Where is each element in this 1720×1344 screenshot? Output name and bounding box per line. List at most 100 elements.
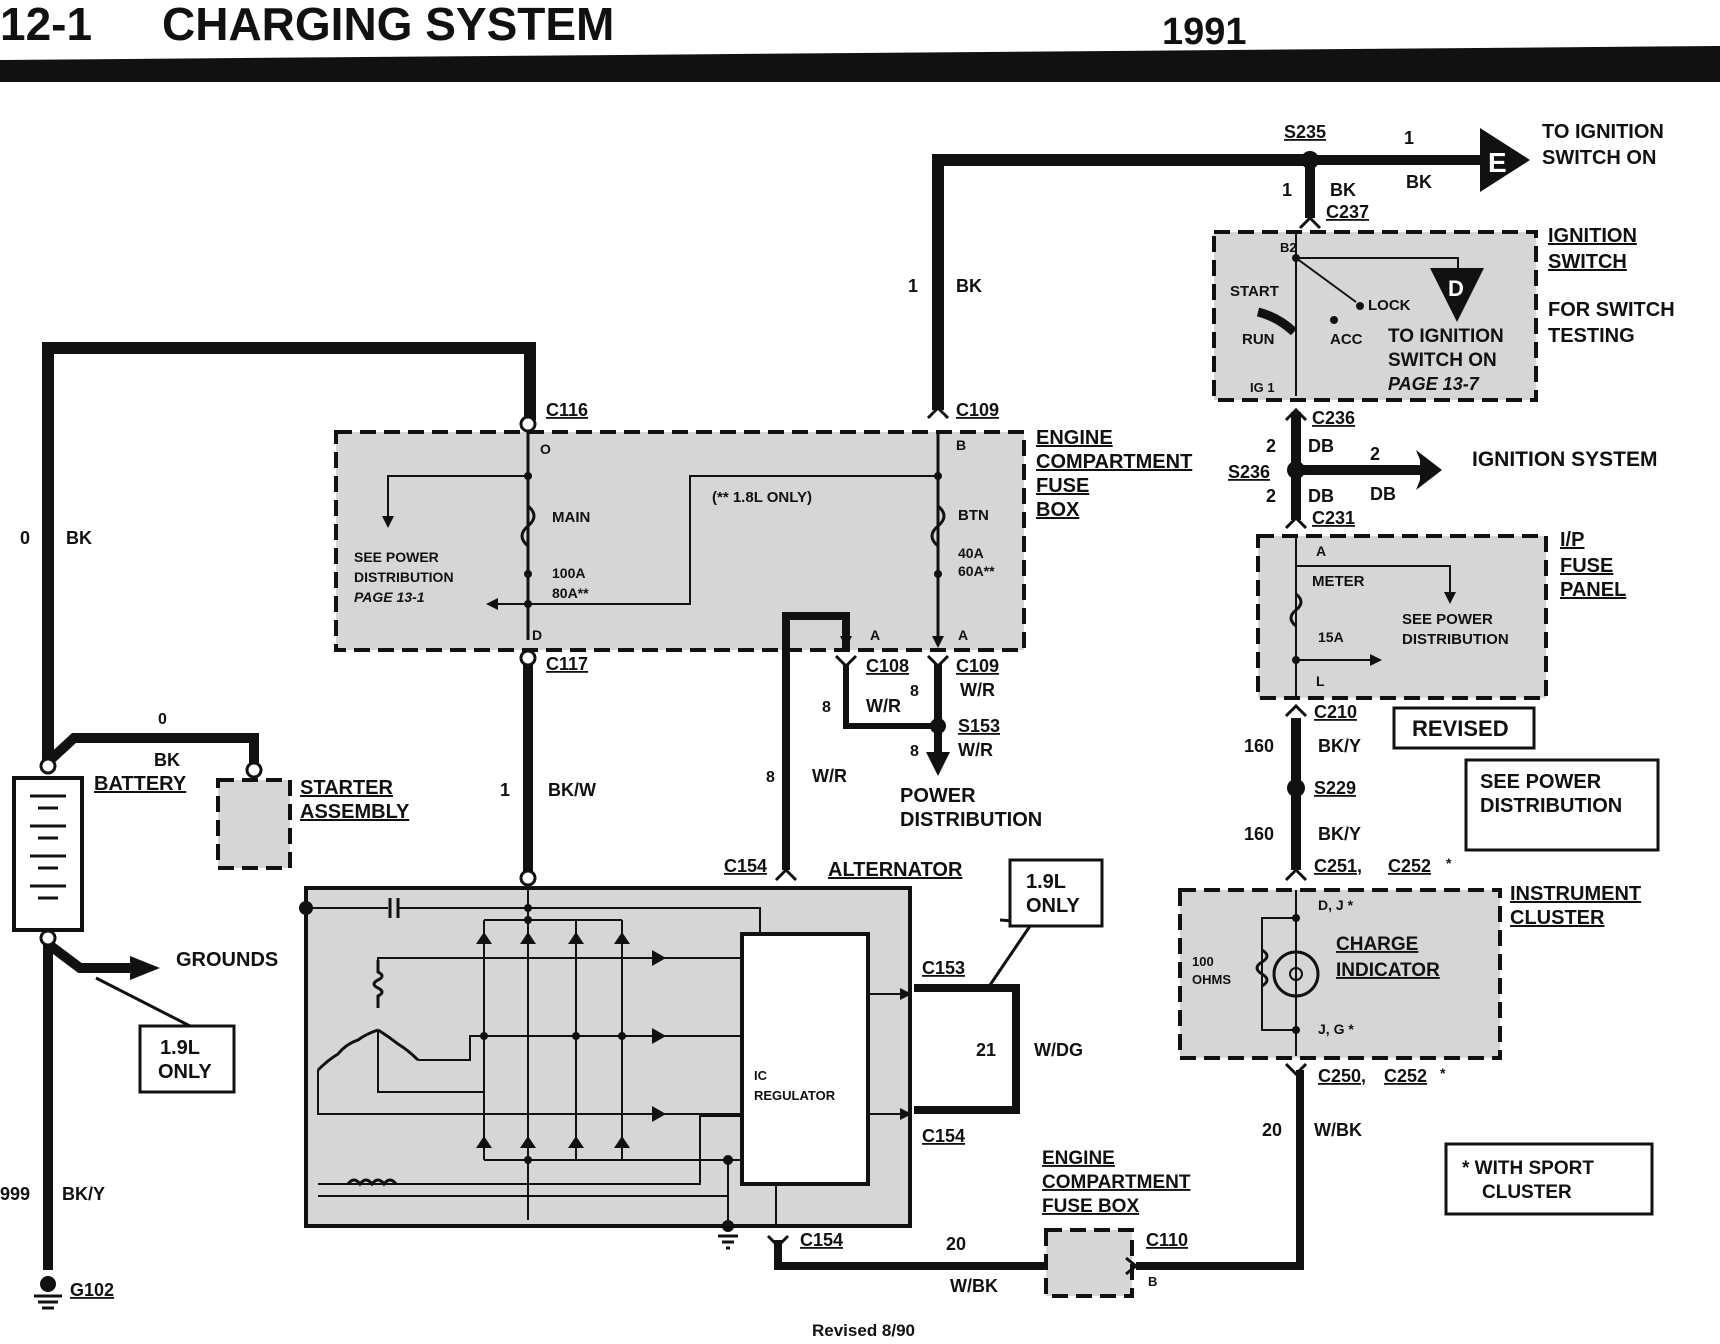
ip-fuse-panel-shade <box>1258 536 1546 698</box>
pos-run: RUN <box>1242 331 1275 348</box>
callout-19-right-leader <box>986 925 1032 989</box>
wire-num-999: 999 <box>0 1184 30 1204</box>
label-c236: C236 <box>1312 408 1355 428</box>
label-c153: C153 <box>922 958 965 978</box>
label-c251: C251, <box>1314 856 1362 876</box>
pin-a1: A <box>870 627 880 643</box>
label-c231: C231 <box>1312 508 1355 528</box>
pin-jg: J, G * <box>1318 1021 1354 1037</box>
bottom-fuse-box-1: ENGINE <box>1042 1148 1115 1169</box>
wire-num-1-vert: 1 <box>908 276 918 296</box>
wire-num-2-c: 2 <box>1266 486 1276 506</box>
ignition-switch-internals <box>1256 230 1459 396</box>
engine-fuse-box-4: BOX <box>1036 499 1080 521</box>
label-c109-bot: C109 <box>956 656 999 676</box>
wire-color-bkw: BK/W <box>548 780 596 800</box>
label-s153: S153 <box>958 716 1000 736</box>
wire-0-bk-battery <box>44 733 259 770</box>
callout-19-right-box <box>1008 858 1104 928</box>
see-pd-panel-1: SEE POWER <box>1402 611 1493 628</box>
wire-num-8-a: 8 <box>910 683 919 700</box>
label-c109-top: C109 <box>956 400 999 420</box>
connector-c116-pin <box>519 415 537 433</box>
labels: S235 1 BK TO IGNITION SWITCH ON 1 BK C23… <box>0 121 1675 1340</box>
ohms-1: 100 <box>1192 954 1214 969</box>
label-c210: C210 <box>1314 702 1357 722</box>
btn-fuse-name: BTN <box>958 507 989 524</box>
callout-19-left-box <box>138 1024 236 1094</box>
callout-19-left-leader <box>95 976 191 1028</box>
alt-ground-point <box>722 1220 734 1232</box>
ip-fuse-panel-3: PANEL <box>1560 579 1626 601</box>
splice-s235 <box>1301 151 1319 169</box>
charge-indicator-1: CHARGE <box>1336 934 1418 955</box>
to-ign-on-2: SWITCH ON <box>1542 147 1656 169</box>
pin-a-panel: A <box>1316 543 1326 559</box>
footer-revision: Revised 8/90 <box>812 1321 915 1340</box>
sport-cluster-2: CLUSTER <box>1482 1182 1572 1203</box>
sport-cluster-1: * WITH SPORT <box>1462 1158 1594 1179</box>
ground-g102-icon <box>34 1276 62 1310</box>
wire-color-wdg: W/DG <box>1034 1040 1083 1060</box>
wire-color-bk-bat: BK <box>154 750 180 770</box>
wire-color-wr-a: W/R <box>960 680 995 700</box>
ip-fuse-panel-1: I/P <box>1560 529 1584 551</box>
label-g102: G102 <box>70 1280 114 1300</box>
wire-color-wr-d: W/R <box>812 766 847 786</box>
wire-20-wbk-right <box>1136 1070 1304 1270</box>
splice-s229 <box>1287 779 1305 797</box>
only-19-right-2: ONLY <box>1026 895 1080 917</box>
splices <box>519 151 1319 887</box>
alternator-label: ALTERNATOR <box>828 859 963 881</box>
wire-8-wr-splice <box>843 664 938 729</box>
label-c237: C237 <box>1326 202 1369 222</box>
start-contact <box>1256 307 1298 336</box>
battery <box>12 757 263 947</box>
ic-regulator-box <box>740 932 870 1186</box>
ip-fuse-panel-internals <box>1289 536 1456 698</box>
pin-d: D <box>532 627 542 643</box>
label-s235: S235 <box>1284 122 1326 142</box>
ic-regulator-2: REGULATOR <box>754 1088 836 1103</box>
ignition-switch-outline <box>1212 230 1538 402</box>
pin-b2: B2 <box>1280 240 1297 255</box>
connector-c117-pin <box>519 649 537 667</box>
arrow-d-letter: D <box>1448 276 1464 301</box>
label-c108: C108 <box>866 656 909 676</box>
engine-fuse-box-internals <box>382 430 946 648</box>
see-pd-fuse-1: SEE POWER <box>354 549 439 565</box>
pin-l-panel: L <box>1316 673 1325 689</box>
starter-outline <box>216 778 292 870</box>
wire-num-8-c: 8 <box>910 743 919 760</box>
wire-num-21: 21 <box>976 1040 996 1060</box>
only-19-right-1: 1.9L <box>1026 871 1066 893</box>
ignition-switch-2: SWITCH <box>1548 251 1627 273</box>
see-pd-fuse-3: PAGE 13-1 <box>354 589 425 605</box>
wire-color-db-a: DB <box>1308 436 1334 456</box>
wire-num-0-bat: 0 <box>158 711 167 728</box>
main-fuse-name: MAIN <box>552 509 590 526</box>
switch-testing-2: TESTING <box>1548 325 1635 347</box>
engine-fuse-box-2: COMPARTMENT <box>1036 451 1192 473</box>
ip-fuse-panel-2: FUSE <box>1560 555 1613 577</box>
bottom-fuse-box-2: COMPARTMENT <box>1042 1172 1191 1193</box>
btn-fuse-40a: 40A <box>958 545 984 561</box>
starter-1: STARTER <box>300 777 394 799</box>
wire-color-bky-a: BK/Y <box>1318 736 1361 756</box>
bottom-fuse-box-shade <box>1046 1230 1132 1296</box>
see-pd-panel-2: DISTRIBUTION <box>1402 631 1509 648</box>
ign-inner-1: TO IGNITION <box>1388 326 1504 347</box>
wire-color-bk-top: BK <box>1406 172 1432 192</box>
wire-0-bk-left <box>42 342 536 762</box>
wire-8-wr-alt <box>782 612 850 870</box>
wire-color-db-c: DB <box>1308 486 1334 506</box>
btn-fuse-icon <box>930 504 946 548</box>
label-s236: S236 <box>1228 462 1270 482</box>
btn-fuse-60a: 60A** <box>958 563 995 579</box>
instrument-cluster-internals <box>1255 890 1320 1056</box>
instrument-cluster-shade <box>1180 890 1500 1058</box>
pos-acc: ACC <box>1330 331 1363 348</box>
splice-s153 <box>930 718 946 734</box>
wire-num-20-bot: 20 <box>946 1234 966 1254</box>
